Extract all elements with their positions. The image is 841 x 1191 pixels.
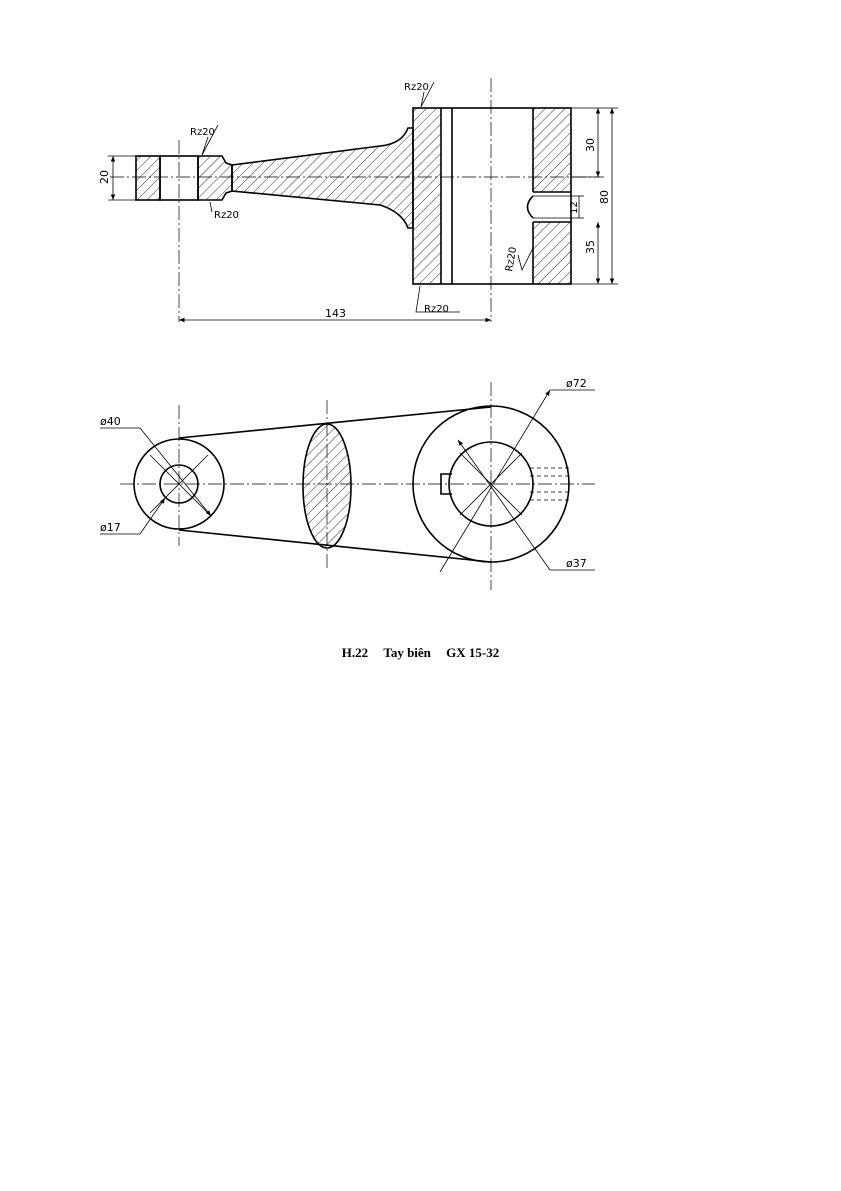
dim-key: 12 <box>569 201 580 214</box>
arm-section <box>232 128 413 228</box>
roughness-label: Rz20 <box>214 210 239 221</box>
roughness-label: Rz20 <box>404 82 429 93</box>
roughness-label: Rz20 <box>424 304 449 315</box>
dim-total: 80 <box>598 190 611 204</box>
material-spec: GX 15-32 <box>446 645 499 660</box>
dim-hub-height: 20 <box>98 170 111 184</box>
dim-big-inner: ø37 <box>566 557 587 570</box>
technical-drawing: 20 143 30 80 35 12 Rz20 Rz20 Rz20 Rz20 R… <box>0 0 841 680</box>
front-view: 20 143 30 80 35 12 Rz20 Rz20 Rz20 Rz20 R… <box>98 78 618 322</box>
figure-caption: H.22 Tay biên GX 15-32 <box>0 645 841 661</box>
dim-big-outer: ø72 <box>566 377 587 390</box>
dim-length: 143 <box>325 307 346 320</box>
small-hub-right-section <box>198 156 232 200</box>
dim-small-outer: ø40 <box>100 415 121 428</box>
dim-small-inner: ø17 <box>100 521 121 534</box>
big-hub-right-lower <box>533 222 571 284</box>
figure-number: H.22 <box>342 645 368 660</box>
figure-title: Tay biên <box>383 645 431 660</box>
dim-top: 30 <box>584 138 597 152</box>
arm-cross-section <box>303 424 351 548</box>
dim-bottom: 35 <box>584 240 597 254</box>
big-hub-right-upper <box>533 108 571 192</box>
top-view: ø40 ø17 ø72 ø37 <box>100 377 595 590</box>
roughness-label: Rz20 <box>504 246 519 272</box>
roughness-label: Rz20 <box>190 127 215 138</box>
big-hub-left-strip <box>413 108 441 284</box>
small-hub-left-section <box>136 156 160 200</box>
